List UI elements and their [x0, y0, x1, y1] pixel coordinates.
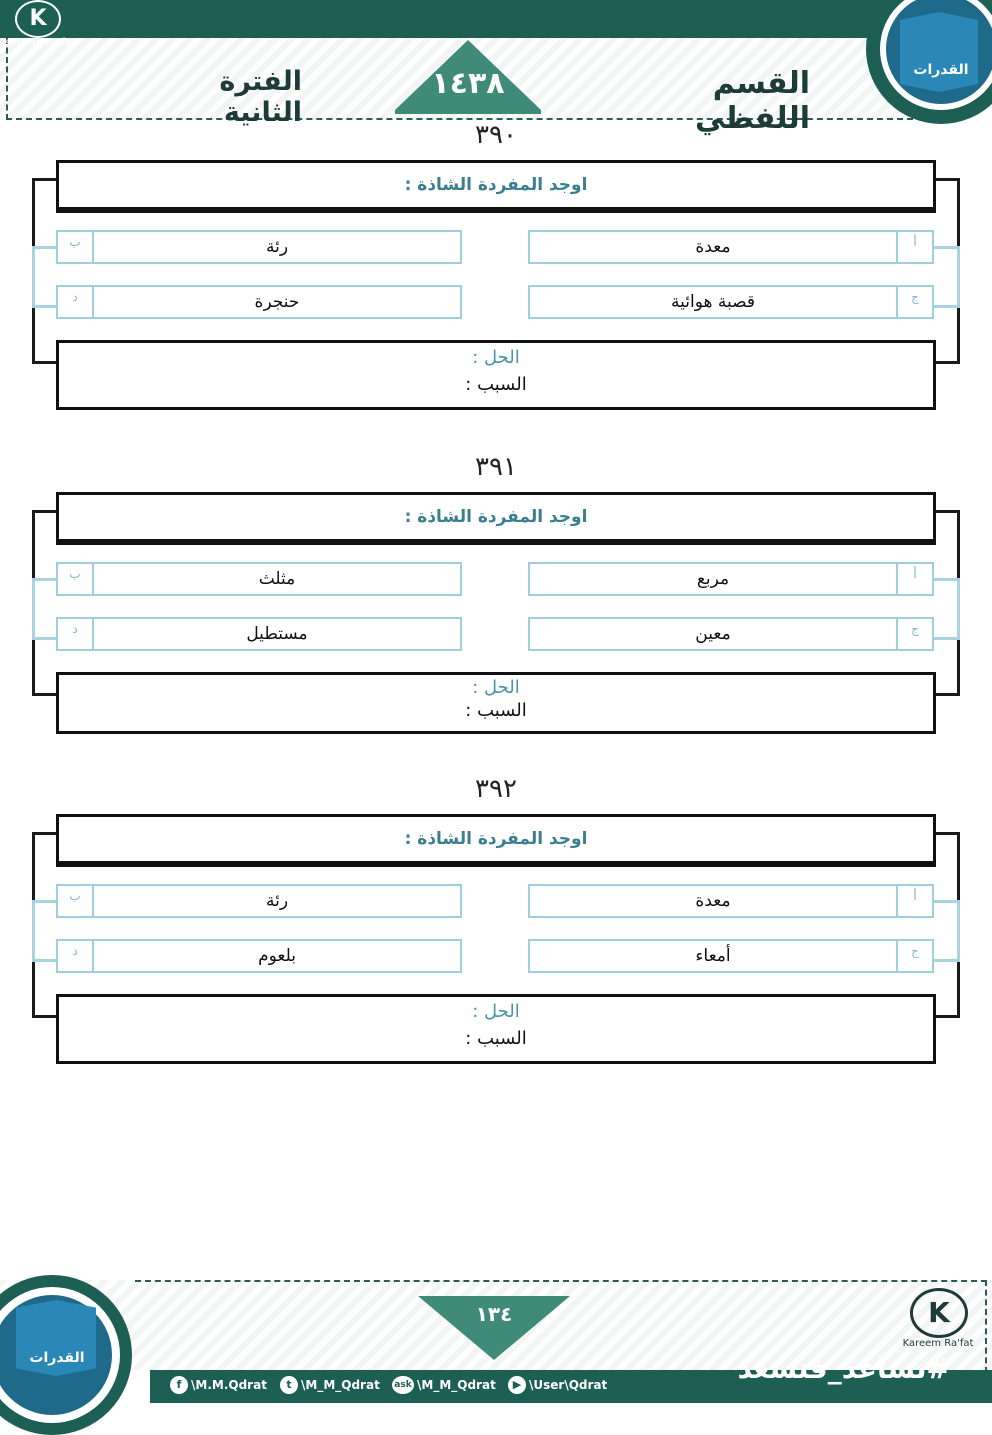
solution-box: الحل : السبب :	[56, 994, 936, 1064]
solution-box: الحل : السبب :	[56, 672, 936, 734]
header-dashed-border	[6, 38, 913, 120]
question-number: ٣٩٠	[475, 120, 517, 150]
social-facebook[interactable]: f \M.M.Qdrat	[170, 1376, 267, 1394]
option-b[interactable]: ب رئة	[56, 884, 462, 918]
brand-logo-icon: K	[910, 1288, 968, 1338]
social-handle: \User\Qdrat	[529, 1378, 608, 1392]
instruction-text: اوجد المفردة الشاذة :	[404, 829, 588, 849]
option-text: رئة	[265, 891, 289, 911]
option-b[interactable]: ب رئة	[56, 230, 462, 264]
twitter-icon: t	[280, 1376, 298, 1394]
option-text: حنجرة	[254, 292, 300, 312]
option-bracket-left	[32, 900, 59, 962]
option-label: ب	[58, 232, 94, 262]
option-label: أ	[896, 564, 932, 594]
footer-dashed-border	[135, 1280, 987, 1402]
social-ask[interactable]: ask \M_M_Qdrat	[392, 1376, 496, 1394]
header-strip	[0, 0, 900, 38]
footer-badge-text: القدرات	[29, 1350, 85, 1366]
option-bracket-right	[933, 246, 960, 308]
option-text: مربع	[696, 569, 730, 589]
hashtag: #نساعد_فنسعد	[737, 1352, 950, 1385]
solution-label: الحل :	[472, 1001, 520, 1022]
social-handle: \M_M_Qdrat	[417, 1378, 496, 1392]
year-triangle	[395, 40, 541, 110]
option-text: مستطيل	[246, 624, 308, 644]
solution-label: الحل :	[472, 347, 520, 368]
option-c[interactable]: معين ج	[528, 617, 934, 651]
option-b[interactable]: ب مثلث	[56, 562, 462, 596]
brand-logo-icon: K	[15, 0, 61, 38]
question-block: ٣٩٢ اوجد المفردة الشاذة : معدة أ ب رئة أ…	[0, 774, 992, 1074]
option-a[interactable]: مربع أ	[528, 562, 934, 596]
year-label: ١٤٣٨	[431, 66, 505, 101]
period-title: الفترة الثانية	[219, 66, 302, 128]
option-text: مثلث	[258, 569, 296, 589]
option-text: معدة	[695, 237, 731, 257]
page-number: ١٣٤	[475, 1302, 513, 1326]
social-handle: \M_M_Qdrat	[301, 1378, 380, 1392]
option-text: أمعاء	[695, 946, 731, 966]
option-c[interactable]: قصبة هوائية ج	[528, 285, 934, 319]
section-title: القسم اللفظي	[695, 66, 810, 136]
option-bracket-right	[933, 578, 960, 640]
option-label: ب	[58, 886, 94, 916]
option-text: قصبة هوائية	[671, 292, 755, 312]
option-text: معين	[695, 624, 731, 644]
reason-label: السبب :	[465, 700, 527, 721]
page-number-triangle	[418, 1296, 570, 1360]
instruction-box: اوجد المفردة الشاذة :	[56, 814, 936, 864]
option-label: أ	[896, 886, 932, 916]
option-label: ب	[58, 564, 94, 594]
option-label: ج	[896, 287, 932, 317]
reason-label: السبب :	[465, 374, 527, 395]
youtube-icon: ▶	[508, 1376, 526, 1394]
question-block: ٣٩٠ اوجد المفردة الشاذة : معدة أ ب رئة ق…	[0, 120, 992, 420]
solution-box: الحل : السبب :	[56, 340, 936, 410]
instruction-text: اوجد المفردة الشاذة :	[404, 175, 588, 195]
option-d[interactable]: د بلعوم	[56, 939, 462, 973]
social-handle: \M.M.Qdrat	[191, 1378, 267, 1392]
option-bracket-left	[32, 246, 59, 308]
reason-label: السبب :	[465, 1028, 527, 1049]
instruction-box: اوجد المفردة الشاذة :	[56, 160, 936, 210]
option-label: ج	[896, 941, 932, 971]
social-youtube[interactable]: ▶ \User\Qdrat	[508, 1376, 607, 1394]
question-number: ٣٩١	[475, 452, 517, 482]
ask-icon: ask	[392, 1376, 414, 1394]
option-bracket-right	[933, 900, 960, 962]
option-text: بلعوم	[258, 946, 296, 966]
option-a[interactable]: معدة أ	[528, 884, 934, 918]
question-number: ٣٩٢	[475, 774, 517, 804]
option-label: د	[58, 941, 94, 971]
social-twitter[interactable]: t \M_M_Qdrat	[280, 1376, 380, 1394]
book-icon	[16, 1300, 96, 1376]
option-label: أ	[896, 232, 932, 262]
instruction-text: اوجد المفردة الشاذة :	[404, 507, 588, 527]
facebook-icon: f	[170, 1376, 188, 1394]
solution-label: الحل :	[472, 677, 520, 698]
option-a[interactable]: معدة أ	[528, 230, 934, 264]
option-c[interactable]: أمعاء ج	[528, 939, 934, 973]
question-block: ٣٩١ اوجد المفردة الشاذة : مربع أ ب مثلث …	[0, 452, 992, 742]
option-d[interactable]: د مستطيل	[56, 617, 462, 651]
option-d[interactable]: د حنجرة	[56, 285, 462, 319]
option-label: د	[58, 287, 94, 317]
option-text: معدة	[695, 891, 731, 911]
book-icon	[900, 12, 978, 92]
instruction-box: اوجد المفردة الشاذة :	[56, 492, 936, 542]
option-label: د	[58, 619, 94, 649]
option-label: ج	[896, 619, 932, 649]
brand-name: Kareem Ra'fat	[4, 37, 75, 48]
brand-name: Kareem Ra'fat	[902, 1338, 974, 1349]
badge-text: القدرات	[913, 62, 969, 78]
option-text: رئة	[265, 237, 289, 257]
year-triangle-base	[395, 110, 541, 114]
option-bracket-left	[32, 578, 59, 640]
